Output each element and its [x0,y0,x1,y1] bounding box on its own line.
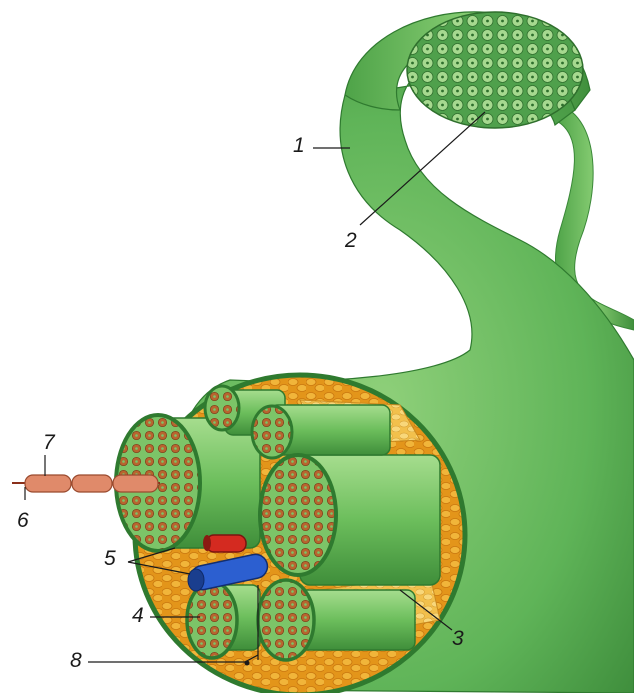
label-3: 3 [452,628,464,649]
label-7: 7 [43,432,55,453]
marker-8 [245,661,250,666]
label-6: 6 [17,510,29,531]
ganglion [407,12,583,128]
label-1: 1 [293,135,305,156]
vein-end [188,569,204,591]
label-4: 4 [132,605,144,626]
fascicle-face-right [260,455,336,575]
artery-end [203,535,211,551]
fascicle-face-bottom-left [187,582,237,658]
label-5: 5 [104,548,116,569]
label-2: 2 [345,230,357,251]
label-8: 8 [70,650,82,671]
fascicle-face-bottom-right [258,580,314,660]
myelinated-axon [12,475,160,492]
fascicle-face-small-top [205,386,239,430]
artery [206,535,246,552]
fascicle-face-mid-top [252,406,292,458]
